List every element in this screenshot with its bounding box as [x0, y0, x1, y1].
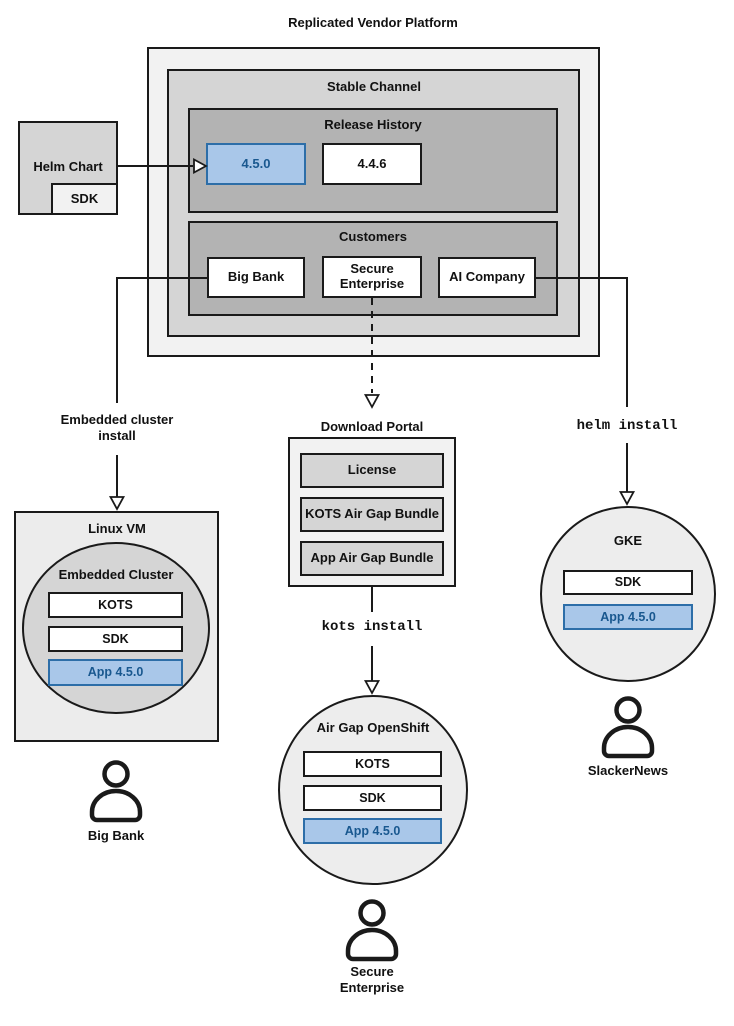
download-portal-label: Download Portal	[320, 419, 424, 434]
gke-label: GKE	[613, 533, 643, 548]
component-box-kots: KOTS	[48, 592, 183, 618]
release-box-446: 4.4.6	[322, 143, 422, 185]
airgap-openshift-label: Air Gap OpenShift	[316, 720, 430, 735]
release-box-450: 4.5.0	[206, 143, 306, 185]
release-history-label: Release History	[324, 117, 422, 132]
embedded-cluster-label: Embedded Cluster	[58, 567, 174, 582]
portal-item-kots-airgap-bundle: KOTS Air Gap Bundle	[300, 497, 444, 532]
edge-label-embedded-install: Embedded cluster install	[60, 412, 174, 444]
edge-label-helm-install: helm install	[576, 418, 678, 434]
customer-box-secure-enterprise: Secure Enterprise	[322, 256, 422, 298]
portal-item-license: License	[300, 453, 444, 488]
user-icon	[92, 763, 140, 821]
helm-sdk-box: SDK	[51, 183, 118, 215]
user-icon	[348, 902, 396, 960]
helm-chart-label: Helm Chart	[33, 159, 103, 174]
user-label-secure-enterprise: Secure Enterprise	[339, 964, 405, 996]
user-label-big-bank: Big Bank	[87, 828, 145, 843]
component-box-sdk: SDK	[303, 785, 442, 811]
component-box-app: App 4.5.0	[48, 659, 183, 686]
portal-item-app-airgap-bundle: App Air Gap Bundle	[300, 541, 444, 576]
customers-label: Customers	[339, 229, 407, 244]
user-icon	[604, 699, 652, 757]
arrowhead-icon	[363, 394, 381, 409]
diagram-title: Replicated Vendor Platform	[288, 15, 458, 30]
edge-label-kots-install: kots install	[321, 619, 423, 635]
component-box-sdk: SDK	[48, 626, 183, 652]
component-box-app: App 4.5.0	[303, 818, 442, 844]
user-label-slackernews: SlackerNews	[587, 763, 669, 778]
arrowhead-icon	[618, 491, 636, 506]
stable-channel-label: Stable Channel	[327, 79, 421, 94]
edge-portal-to-openshift	[363, 587, 381, 695]
component-box-app: App 4.5.0	[563, 604, 693, 630]
customer-box-big-bank: Big Bank	[207, 257, 305, 298]
component-box-sdk: SDK	[563, 570, 693, 595]
component-box-kots: KOTS	[303, 751, 442, 777]
customer-box-ai-company: AI Company	[438, 257, 536, 298]
arrowhead-icon	[108, 496, 126, 511]
linux-vm-label: Linux VM	[88, 521, 146, 536]
arrowhead-icon	[363, 680, 381, 695]
